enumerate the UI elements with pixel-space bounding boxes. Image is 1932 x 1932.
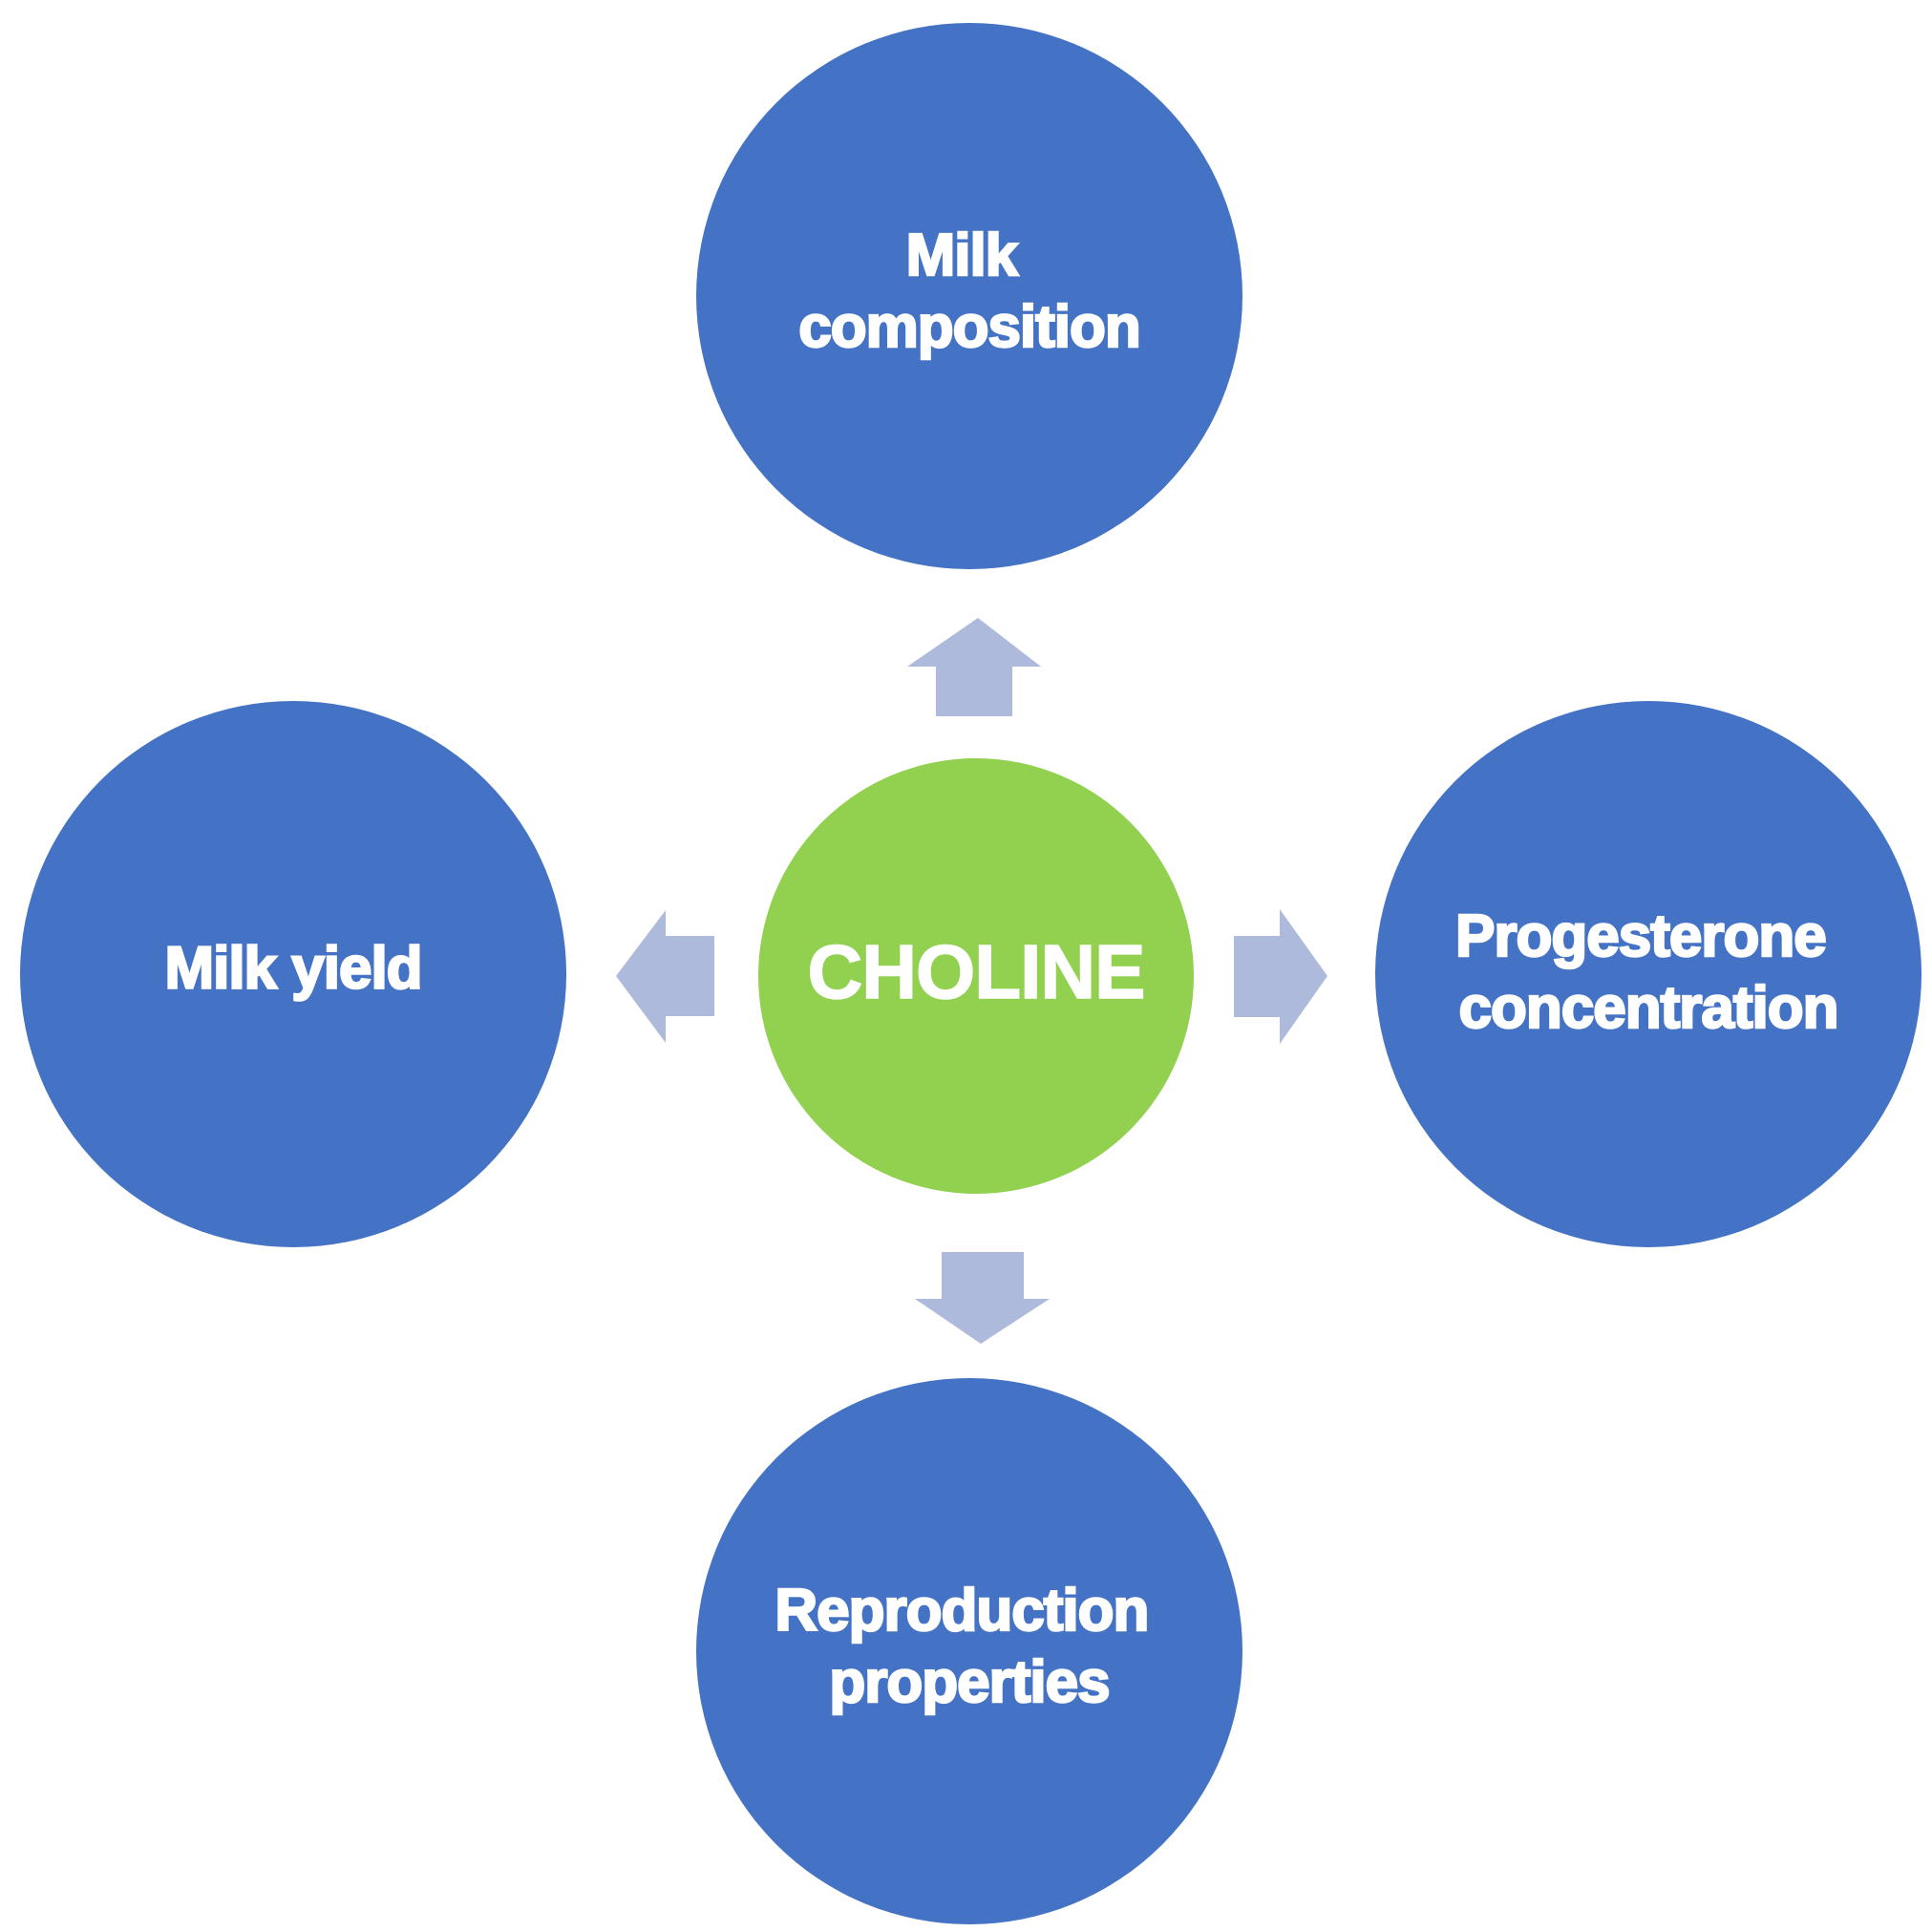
arrow-right [1234,909,1327,1044]
node-choline: CHOLINE [758,758,1194,1194]
node-reproduction-properties-circle [696,1378,1242,1924]
node-milk-yield: Milk yield [20,701,566,1247]
node-progesterone-concentration: Progesterone concentration [1375,701,1921,1247]
arrow-left [616,910,714,1043]
node-milk-composition-circle [696,23,1242,569]
arrow-up [907,618,1041,716]
node-choline-circle [758,758,1194,1194]
node-progesterone-concentration-circle [1375,701,1921,1247]
node-reproduction-properties-label: Reproduction properties [775,1578,1163,1715]
node-progesterone-concentration-line-2: concentration [1459,975,1838,1041]
node-milk-yield-label: Milk yield [164,935,421,1001]
node-milk-composition-line-1: Milk [906,223,1019,288]
node-choline-label: CHOLINE [808,929,1145,1014]
arrow-down [915,1252,1050,1344]
node-progesterone-concentration-label: Progesterone concentration [1455,903,1841,1041]
node-reproduction-properties-line-1: Reproduction [775,1578,1148,1644]
node-milk-composition: Milk composition [696,23,1242,569]
node-milk-yield-circle [20,701,566,1247]
node-milk-composition-label: Milk composition [798,223,1140,360]
node-progesterone-concentration-line-1: Progesterone [1455,903,1826,969]
node-milk-composition-line-2: composition [798,294,1140,360]
node-reproduction-properties-line-2: properties [829,1649,1109,1715]
node-reproduction-properties: Reproduction properties [696,1378,1242,1924]
